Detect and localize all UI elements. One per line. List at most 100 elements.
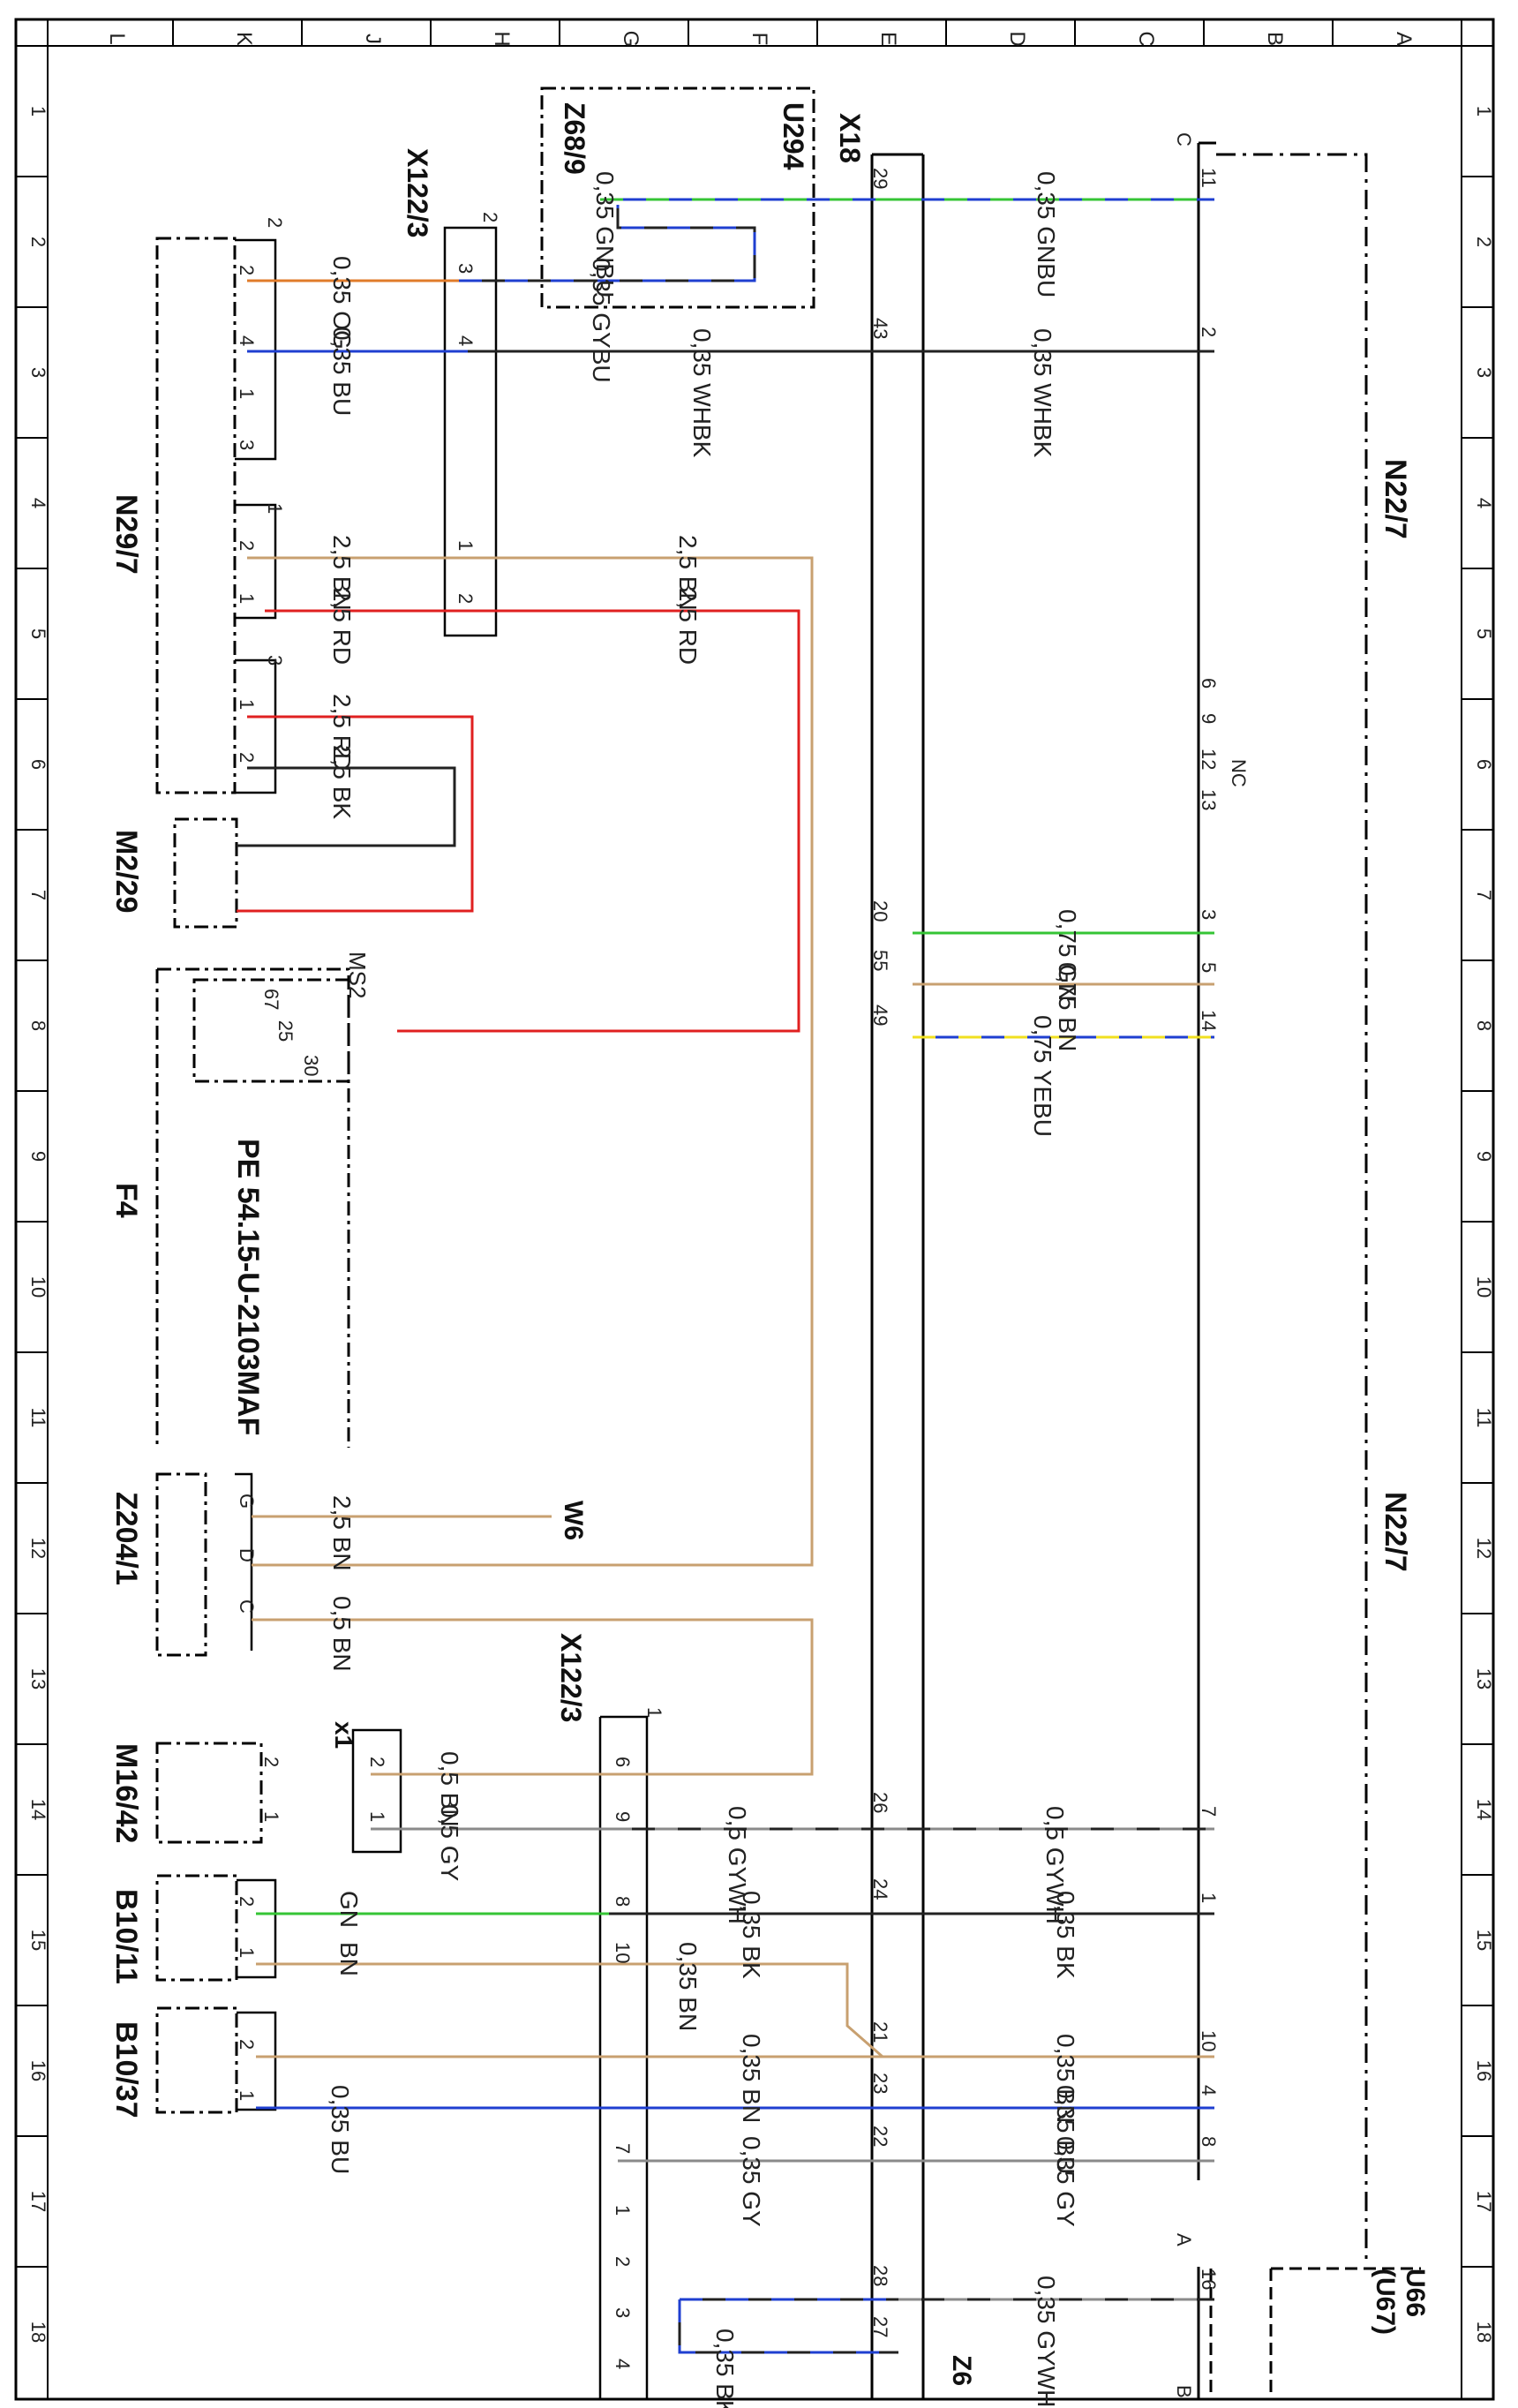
wire-label: 2,5 BN xyxy=(328,1495,356,1571)
component-w6: W6 xyxy=(559,1501,588,1540)
pin-number: 2 xyxy=(612,2256,634,2267)
pin-number: 2 xyxy=(236,265,258,275)
n22-bus xyxy=(1197,141,1421,2399)
pin-number: 6 xyxy=(1198,678,1220,689)
x18-bus xyxy=(870,153,925,2399)
wire-label: 0,35 BN xyxy=(1052,2034,1079,2123)
wire-rd-25 xyxy=(265,609,800,1033)
connector-bodies xyxy=(235,226,649,2399)
row-marker: 16 xyxy=(1473,2060,1495,2081)
pin-number: 1 xyxy=(236,388,258,399)
wire-bk xyxy=(237,766,456,847)
pin-number: 22 xyxy=(869,2126,891,2147)
wire-label: 0,35 WHBK xyxy=(1029,328,1056,458)
row-marker: 8 xyxy=(27,1020,49,1031)
pin-number: 7 xyxy=(612,2143,634,2154)
row-marker: 8 xyxy=(1473,1020,1495,1031)
pin-number: 4 xyxy=(1198,2085,1220,2096)
label-nc: NC xyxy=(1228,759,1250,787)
pin-number: 2 xyxy=(236,540,258,551)
row-marker: 7 xyxy=(1473,890,1495,900)
row-marker: 18 xyxy=(27,2321,49,2343)
pin-number: 16 xyxy=(1198,2269,1220,2290)
pin-number: 27 xyxy=(869,2316,891,2337)
row-marker: 2 xyxy=(1473,237,1495,247)
row-marker: 13 xyxy=(1473,1668,1495,1689)
pin-number: 4 xyxy=(236,335,258,346)
label-ms2: MS2 xyxy=(344,952,371,998)
pin-number: 28 xyxy=(869,2265,891,2286)
wires xyxy=(237,198,1214,2354)
pin-number: 3 xyxy=(236,440,258,450)
row-marker: 15 xyxy=(1473,1930,1495,1951)
pin-number: 2 xyxy=(1198,327,1220,337)
pin-number: 55 xyxy=(869,950,891,971)
row-marker: 14 xyxy=(27,1799,49,1820)
wire-label: 0,5 BN xyxy=(436,1751,463,1827)
pin-number: 2 xyxy=(366,1757,388,1767)
pin-number: 20 xyxy=(869,900,891,922)
column-marker: L xyxy=(105,33,129,44)
fuse-pin-30: 30 xyxy=(300,1055,322,1076)
fuse-rating: 25 xyxy=(274,1020,297,1042)
component-n22-7-top: N22/7 xyxy=(1379,459,1412,539)
reference-pe: PE 54.15-U-2103MAF xyxy=(231,1139,265,1435)
pin-number: D xyxy=(236,1548,258,1562)
wire-label: 2,5 RD xyxy=(328,694,356,771)
wire-label: 0,35 GNBU xyxy=(591,171,619,297)
column-marker: K xyxy=(232,32,256,46)
column-marker: E xyxy=(876,32,900,46)
wire-label: 0,35 GYBU xyxy=(588,258,615,383)
wire-bkbu xyxy=(678,2298,898,2354)
wire-bn-035-a xyxy=(609,1962,883,2058)
wire-label: GN xyxy=(335,1891,363,1928)
row-marker: 3 xyxy=(1473,367,1495,378)
pin-number: 10 xyxy=(612,1942,634,1963)
wire-label: 2,5 BK xyxy=(328,745,356,819)
pin-number: C xyxy=(236,1599,258,1614)
wire-gybu xyxy=(459,205,756,282)
column-marker: J xyxy=(361,34,385,44)
row-marker: 13 xyxy=(27,1668,49,1689)
component-n29-7: N29/7 xyxy=(109,494,143,575)
column-marker: H xyxy=(490,31,514,46)
column-marker: G xyxy=(619,31,643,48)
pin-number: 23 xyxy=(869,2073,891,2094)
wire-label: 0,35 BN xyxy=(674,1942,702,2031)
row-marker: 10 xyxy=(27,1276,49,1298)
column-marker: D xyxy=(1005,31,1029,46)
row-marker: 17 xyxy=(27,2191,49,2212)
pin-number: 1 xyxy=(236,593,258,604)
pin-number: 4 xyxy=(612,2359,634,2369)
component-x18: X18 xyxy=(834,113,866,163)
wire-label: 0,35 GYWH xyxy=(1033,2276,1060,2407)
row-marker: 1 xyxy=(1473,106,1495,117)
pin-number: 1 xyxy=(366,1811,388,1822)
pin-number: 3 xyxy=(455,263,477,274)
row-marker: 14 xyxy=(1473,1799,1495,1820)
row-marker: 18 xyxy=(1473,2321,1495,2343)
pin-number: 7 xyxy=(1198,1806,1220,1817)
row-marker: 6 xyxy=(1473,759,1495,770)
pin-number: 3 xyxy=(264,655,286,666)
pin-number: 24 xyxy=(869,1878,891,1900)
wire-bn-05 xyxy=(252,1618,814,1776)
pin-number: G xyxy=(236,1494,258,1509)
wire-label: 0,35 BKBU xyxy=(711,2329,739,2408)
pin-number: B xyxy=(1173,2385,1195,2398)
row-marker: 17 xyxy=(1473,2191,1495,2212)
pin-number: 1 xyxy=(612,2205,634,2216)
component-b10-37: B10/37 xyxy=(109,2021,143,2118)
component-x122-3-bottom: X122/3 xyxy=(555,1633,587,1722)
pin-number: 2 xyxy=(236,752,258,763)
wire-label: 2,5 RD xyxy=(674,588,702,665)
pin-number: 13 xyxy=(1198,789,1220,810)
pin-number: 2 xyxy=(264,217,286,228)
pin-number: 6 xyxy=(612,1757,634,1767)
row-marker: 5 xyxy=(1473,628,1495,639)
wire-label: 0,35 GY xyxy=(738,2136,765,2227)
column-marker: F xyxy=(748,33,771,46)
pin-number: 1 xyxy=(264,503,286,514)
wire-label: 0,5 GY xyxy=(436,1804,463,1881)
